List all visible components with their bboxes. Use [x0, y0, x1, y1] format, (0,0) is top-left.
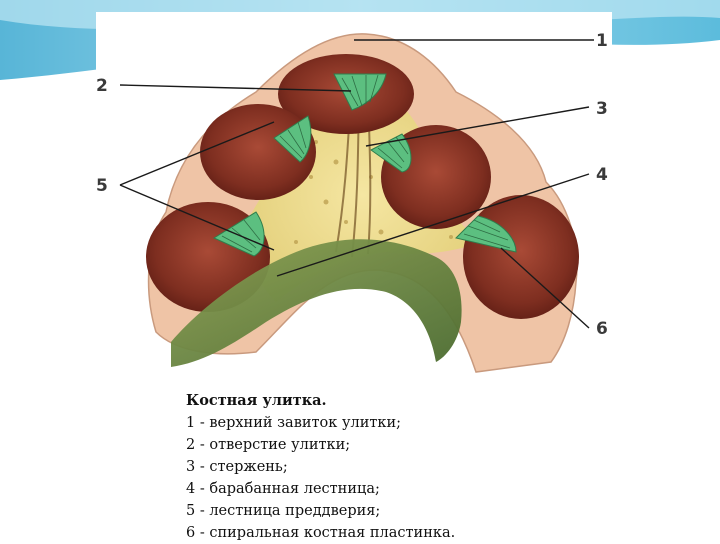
cochlea-illustration: 1 2 3 4 5 6	[96, 12, 612, 390]
caption-item-6: 6 - спиральная костная пластинка.	[186, 522, 606, 544]
caption-item-3: 3 - стержень;	[186, 456, 606, 478]
label-2: 2	[96, 76, 108, 96]
label-4: 4	[596, 165, 608, 185]
caption-title: Костная улитка.	[186, 390, 606, 412]
label-1: 1	[596, 31, 608, 51]
caption-item-5: 5 - лестница преддверия;	[186, 500, 606, 522]
cochlea-diagram: 1 2 3 4 5 6	[96, 12, 612, 390]
caption-item-1: 1 - верхний завиток улитки;	[186, 412, 606, 434]
canal-lower-right	[463, 195, 579, 319]
label-5: 5	[96, 176, 108, 196]
label-3: 3	[596, 99, 608, 119]
figure-caption: Костная улитка. 1 - верхний завиток улит…	[186, 390, 606, 544]
caption-item-4: 4 - барабанная лестница;	[186, 478, 606, 500]
label-6: 6	[596, 319, 608, 339]
caption-item-2: 2 - отверстие улитки;	[186, 434, 606, 456]
